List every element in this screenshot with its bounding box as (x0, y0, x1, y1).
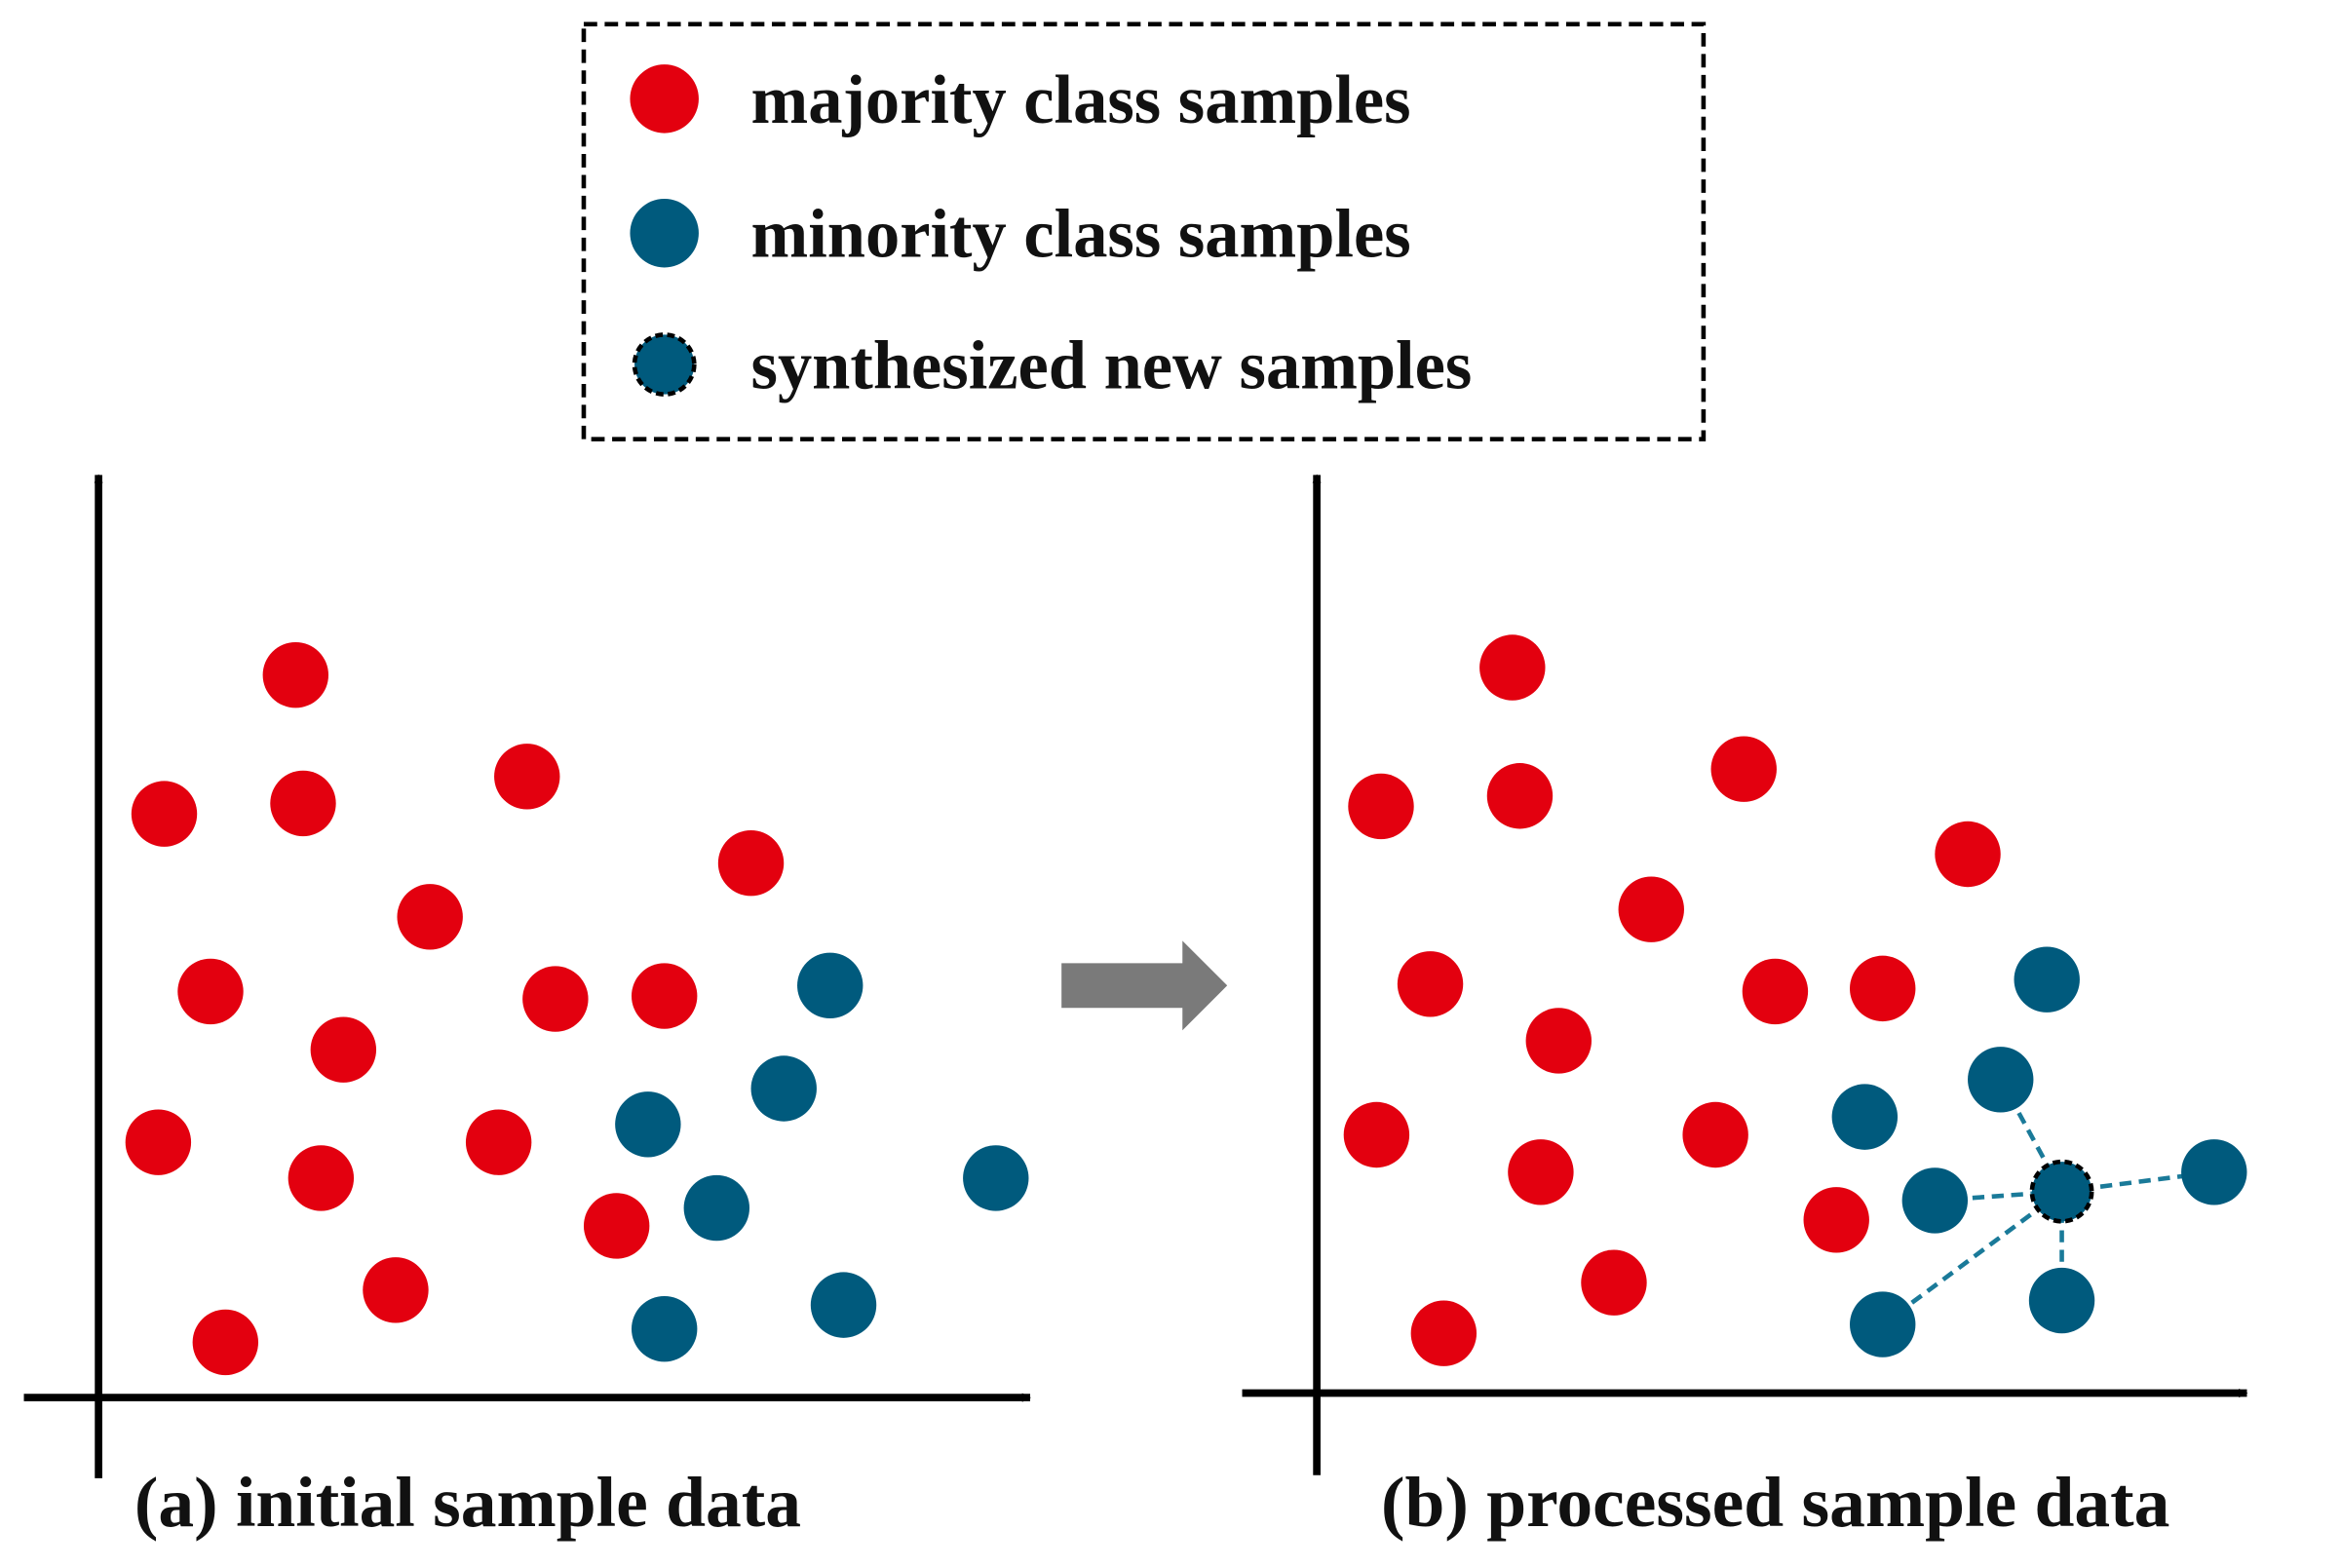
minority-sample-point (2014, 946, 2080, 1013)
majority-sample-point (494, 744, 560, 810)
minority-sample-point (810, 1272, 877, 1338)
neighbor-link (1881, 1189, 2063, 1326)
panel-b-axes (1242, 474, 2248, 1475)
panel-a-points (125, 641, 1029, 1376)
majority-sample-point (1581, 1249, 1647, 1316)
majority-sample-point (310, 1016, 377, 1083)
majority-sample-point (1935, 821, 2001, 888)
majority-sample-point (1479, 634, 1546, 701)
majority-sample-point (262, 641, 329, 708)
majority-sample-point (631, 963, 698, 1029)
panel-a-axes (23, 474, 1031, 1478)
majority-sample-point (125, 1109, 192, 1175)
majority-sample-point (1710, 736, 1777, 802)
minority-sample-point (963, 1145, 1029, 1211)
majority-sample-point (288, 1145, 355, 1211)
minority-sample-point (797, 952, 863, 1019)
legend-minority-label: minority class samples (751, 197, 1411, 273)
minority-sample-point (1968, 1047, 2034, 1113)
synthesized-sample-point (2029, 1159, 2094, 1224)
legend-synthesized-label: synthesized new samples (751, 328, 1473, 404)
majority-sample-point (192, 1309, 259, 1376)
minority-sample-point (1850, 1291, 1916, 1358)
majority-sample-point (1618, 876, 1684, 942)
majority-sample-point (1410, 1300, 1478, 1366)
majority-sample-point (1348, 773, 1414, 840)
panel-b-caption: (b) processed sample data (1381, 1462, 2169, 1542)
majority-sample-point (1742, 958, 1809, 1025)
majority-sample-point (465, 1109, 532, 1175)
majority-sample-point (1508, 1139, 1574, 1205)
legend-majority-swatch (630, 64, 699, 134)
majority-sample-point (131, 781, 198, 847)
legend-minority-swatch (630, 199, 699, 268)
minority-sample-point (750, 1055, 817, 1122)
majority-sample-point (1850, 955, 1916, 1022)
minority-sample-point (615, 1091, 681, 1158)
majority-sample-point (1682, 1101, 1748, 1168)
legend: majority class samples minority class sa… (581, 21, 1707, 441)
majority-sample-point (270, 770, 336, 837)
majority-sample-point (1343, 1101, 1410, 1168)
legend-frame (581, 21, 1707, 441)
minority-sample-point (1901, 1167, 1969, 1234)
majority-sample-point (583, 1193, 650, 1259)
majority-sample-point (717, 829, 785, 897)
majority-sample-point (1486, 763, 1554, 829)
majority-sample-point (397, 884, 463, 950)
majority-sample-point (1397, 951, 1464, 1017)
transition-arrow (1061, 940, 1228, 1031)
minority-sample-point (631, 1295, 698, 1362)
legend-synthesized-swatch (632, 332, 697, 397)
minority-sample-point (2181, 1139, 2247, 1205)
minority-sample-point (2028, 1267, 2095, 1334)
minority-sample-point (683, 1174, 750, 1242)
majority-sample-point (1803, 1187, 1869, 1253)
majority-sample-point (1525, 1008, 1592, 1074)
legend-majority-label: majority class samples (751, 62, 1411, 138)
majority-sample-point (363, 1257, 429, 1323)
majority-sample-point (177, 958, 244, 1025)
panel-b-points (1343, 634, 2247, 1366)
minority-sample-point (1831, 1084, 1899, 1150)
majority-sample-point (522, 966, 589, 1032)
panel-a-caption: (a) initial sample data (134, 1462, 801, 1542)
